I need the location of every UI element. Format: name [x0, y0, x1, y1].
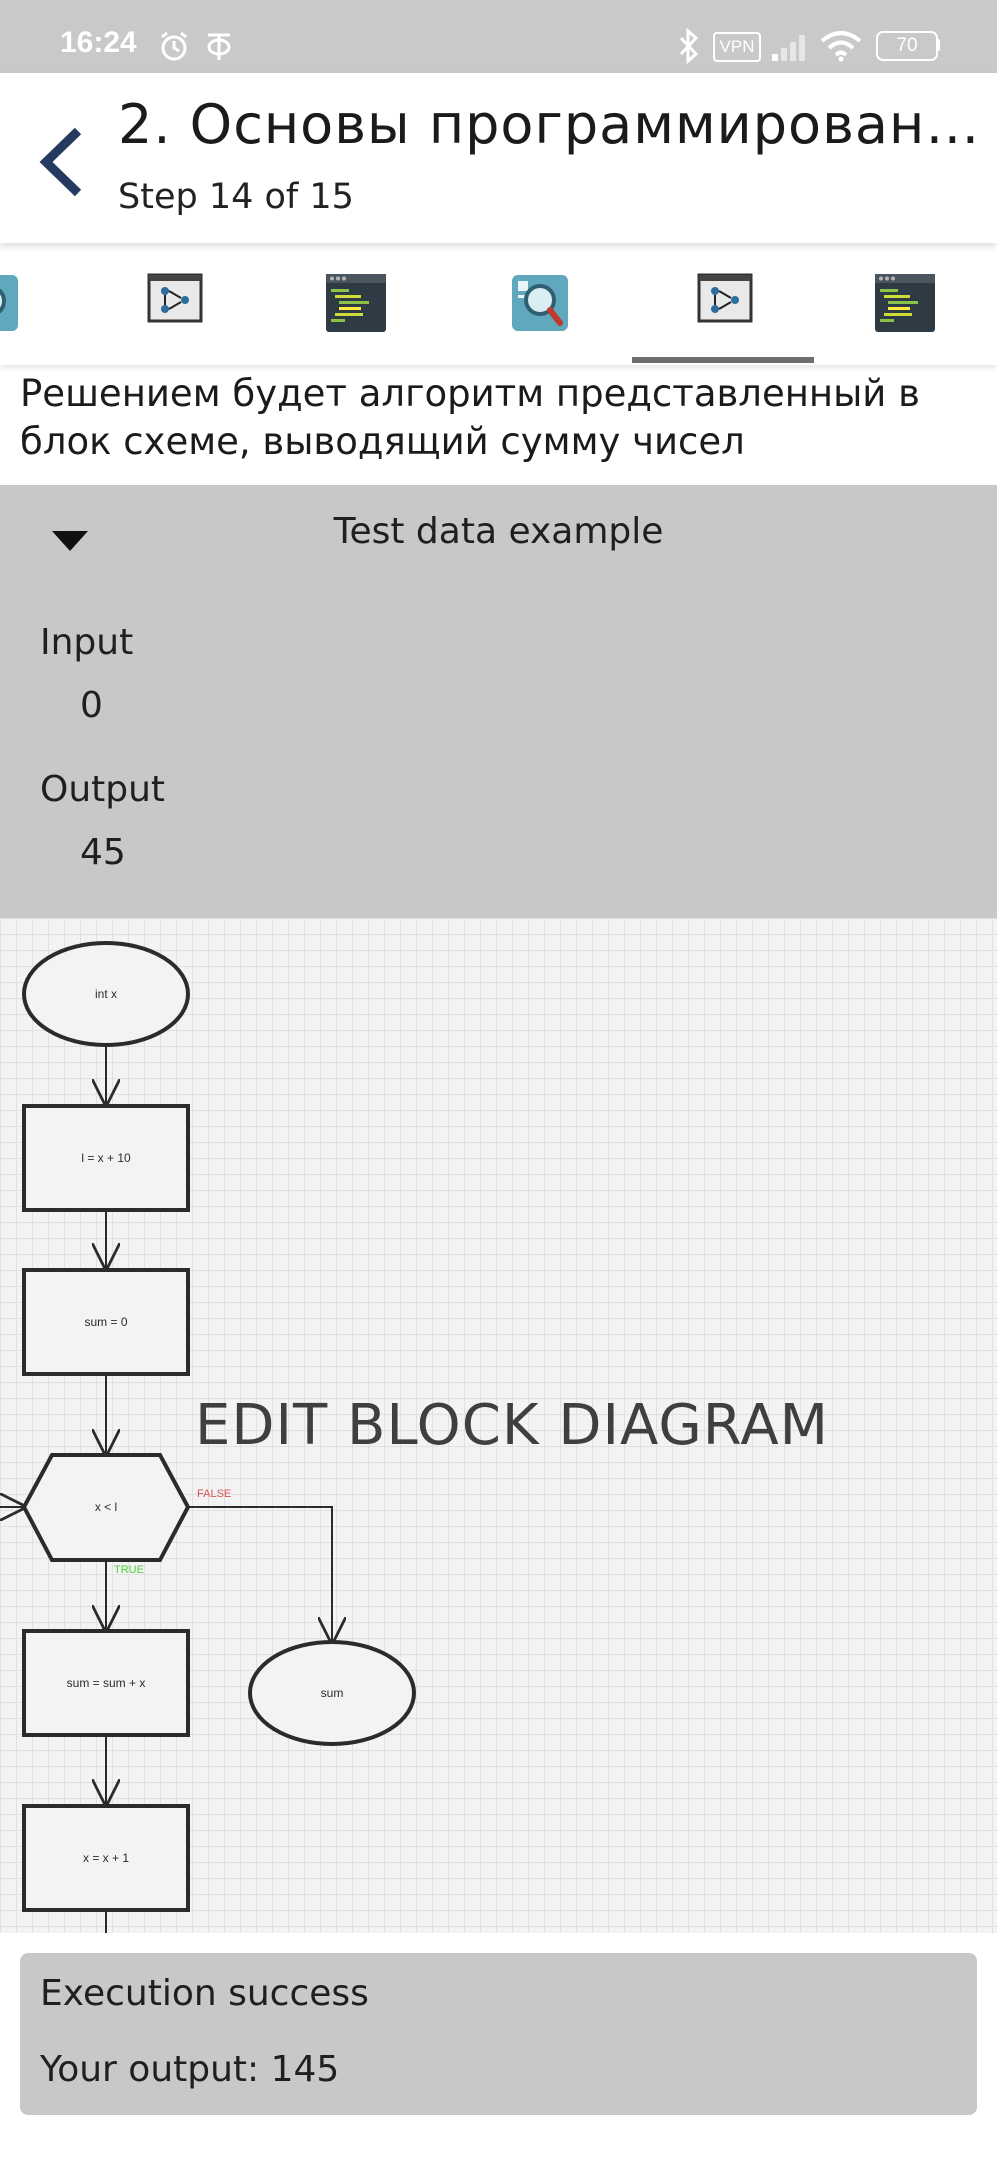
output-value: 45 [80, 832, 126, 873]
step-tab-block-diagram[interactable] [147, 273, 211, 337]
limit-node[interactable] [22, 1104, 190, 1212]
condition-node[interactable] [21, 1453, 191, 1562]
task-description: Решением будет алгоритм представленный в… [20, 372, 920, 463]
code-icon [326, 274, 386, 332]
output-label: Output [40, 769, 166, 810]
back-arrow-icon [39, 127, 82, 197]
true-branch-label: TRUE [114, 1564, 144, 1576]
init-node-label: sum = 0 [84, 1315, 127, 1329]
wifi-icon [820, 31, 862, 62]
execution-result-panel: Execution success Your output: 145 [20, 1953, 977, 2115]
battery-tip [936, 39, 940, 51]
status-time: 16:24 [60, 26, 137, 59]
start-node[interactable] [22, 941, 190, 1047]
increment-node-label: x = x + 1 [83, 1851, 129, 1865]
step-tabs [0, 243, 997, 365]
bluetooth-icon [679, 28, 699, 64]
step-tab-block-diagram[interactable] [697, 273, 761, 337]
battery-icon: 70 [876, 31, 938, 61]
step-counter: Step 14 of 15 [118, 177, 354, 217]
block-diagram-icon [697, 273, 753, 323]
step-tab-quiz[interactable] [510, 273, 574, 337]
step-tab-code[interactable] [325, 273, 389, 337]
input-label: Input [40, 622, 134, 663]
input-value: 0 [80, 685, 103, 726]
end-node[interactable] [248, 1640, 416, 1746]
false-branch-arrow [188, 1506, 332, 1642]
block-diagram-icon [147, 273, 203, 323]
active-step-indicator [632, 357, 814, 363]
alarm-icon [161, 31, 187, 61]
collapse-toggle-icon[interactable] [50, 525, 90, 555]
end-node-label: sum [321, 1686, 344, 1700]
accumulate-node[interactable] [22, 1629, 190, 1737]
execution-output: Your output: 145 [40, 2049, 340, 2090]
signal-icon [772, 35, 805, 61]
test-data-heading[interactable]: Test data example [333, 511, 664, 552]
condition-node-label: x < l [95, 1500, 117, 1514]
accumulate-node-label: sum = sum + x [67, 1676, 146, 1690]
back-button[interactable] [26, 113, 106, 203]
status-bar: 16:24 VPN 70 [0, 0, 997, 73]
vpn-icon: VPN [713, 32, 761, 62]
flowchart: int x l = x + 10 sum = 0 x < l sum = sum… [0, 941, 416, 1933]
quiz-icon [0, 275, 18, 331]
start-node-label: int x [95, 987, 117, 1001]
step-tab-code[interactable] [874, 273, 938, 337]
quiz-icon [512, 275, 568, 331]
execution-status: Execution success [40, 1973, 369, 2014]
battery-level: 70 [896, 35, 918, 56]
code-icon [875, 274, 935, 332]
step-tab-quiz[interactable] [0, 273, 24, 337]
edit-block-diagram-button[interactable]: EDIT BLOCK DIAGRAM [195, 1393, 829, 1458]
page-title: 2. Основы программировани... [118, 93, 988, 156]
limit-node-label: l = x + 10 [81, 1151, 131, 1165]
vpn-key-icon [207, 33, 231, 60]
init-node[interactable] [22, 1268, 190, 1376]
false-branch-label: FALSE [197, 1488, 231, 1500]
app-bar: 2. Основы программировани... Step 14 of … [0, 73, 997, 243]
test-data-panel: Test data example Input 0 Output 45 [0, 485, 997, 918]
block-diagram-canvas[interactable]: int x l = x + 10 sum = 0 x < l sum = sum… [0, 918, 997, 1933]
increment-node[interactable] [22, 1804, 190, 1912]
